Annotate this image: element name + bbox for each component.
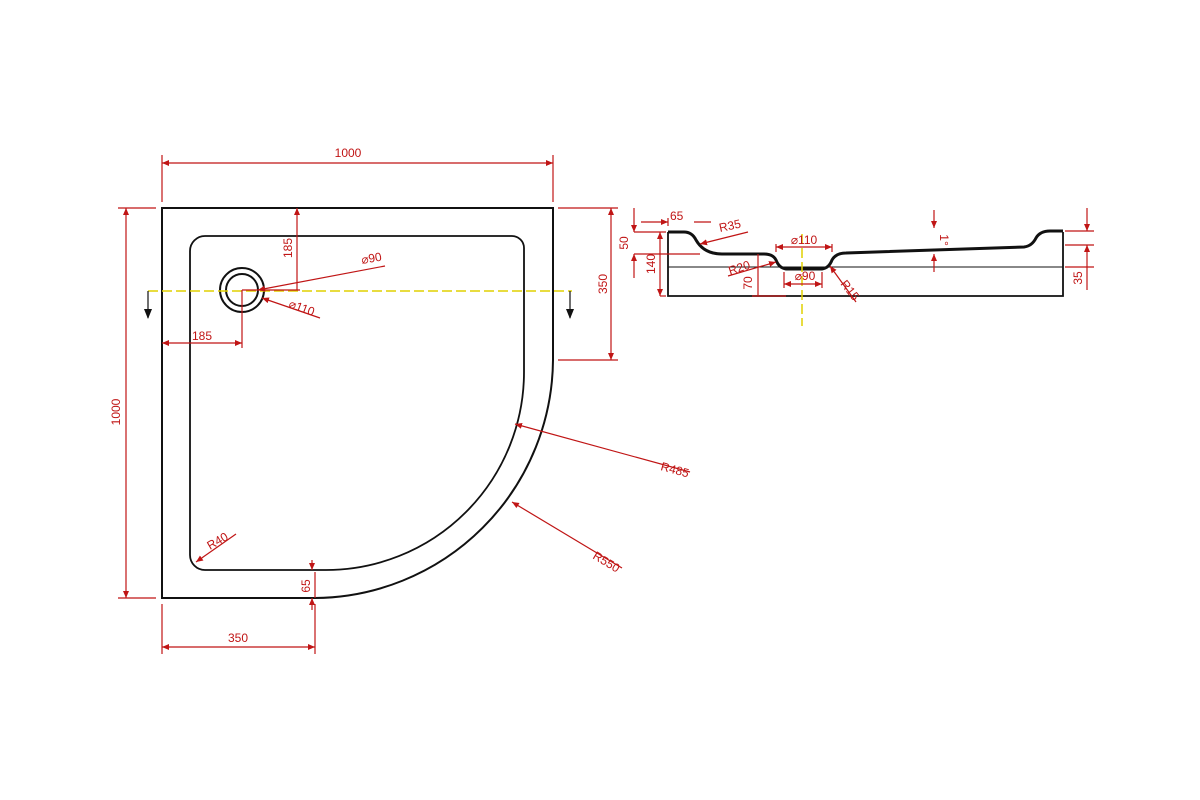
label-sump-radius: R20 [727, 258, 753, 278]
label-rim-height: 50 [617, 236, 631, 250]
label-outer-radius: R550 [590, 549, 622, 576]
label-rim-width: 65 [299, 579, 313, 593]
leader-fillet-radius [829, 265, 857, 303]
label-section-rim-width: 65 [670, 209, 684, 223]
label-drain-offset-x: 185 [192, 329, 212, 343]
label-drain-inner-dia: ⌀90 [360, 250, 383, 267]
label-left-height: 1000 [109, 398, 123, 425]
label-inner-radius: R485 [659, 459, 691, 480]
leader-outer-radius [511, 501, 623, 569]
leader-corner-radius [195, 533, 237, 563]
label-drain-offset-y: 185 [281, 238, 295, 258]
tray-inner-basin [189, 235, 525, 571]
label-top-width: 1000 [335, 146, 362, 160]
plan-view: 1000 1000 185 185 ⌀90 ⌀110 350 350 R485 [109, 146, 691, 654]
section-view: 65 R35 140 50 ⌀110 ⌀90 R20 70 [617, 208, 1094, 326]
label-outlet-inner-dia: ⌀90 [795, 269, 816, 283]
section-top-profile [668, 229, 1063, 271]
label-drain-outer-dia: ⌀110 [287, 297, 317, 319]
label-rim-radius: R35 [718, 217, 743, 235]
label-side-straight: 350 [596, 274, 610, 294]
leader-inner-radius [514, 422, 691, 473]
label-outlet-outer-dia: ⌀110 [791, 233, 818, 247]
leader-drain-outer [261, 297, 321, 319]
leader-drain-inner [257, 265, 386, 292]
label-slope: 1° [937, 234, 951, 246]
label-corner-radius: R40 [205, 529, 231, 552]
leader-sump-radius [727, 261, 777, 277]
label-sump-depth: 70 [741, 276, 755, 290]
tray-outer-outline [161, 207, 554, 599]
section-base [667, 232, 1064, 297]
label-bottom-straight: 350 [228, 631, 248, 645]
label-base-height: 35 [1071, 271, 1085, 285]
label-total-height: 140 [644, 254, 658, 274]
leader-rim-radius [699, 231, 749, 246]
